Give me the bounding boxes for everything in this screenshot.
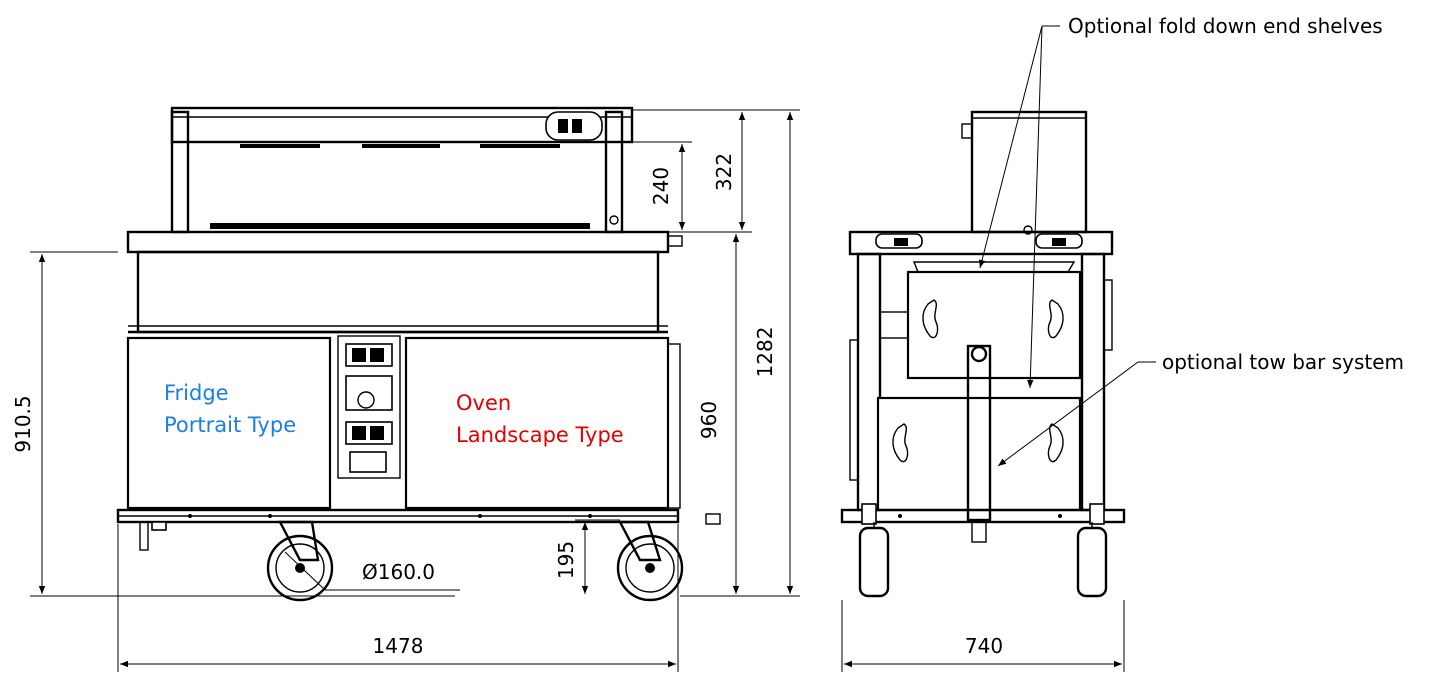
front-view [116, 106, 721, 602]
note-fold-down-shelves: Optional fold down end shelves [1068, 14, 1383, 38]
caster-fork-left [278, 520, 320, 562]
note-tow-bar: optional tow bar system [1162, 350, 1404, 374]
fridge-door [126, 336, 332, 510]
dim-text-wheel-diameter: Ø160.0 [362, 560, 435, 584]
dimension-1478 [117, 524, 679, 672]
dimension-910-5 [30, 251, 455, 597]
dim-text-910-5: 910.5 [11, 395, 35, 452]
leader-tow-bar [997, 361, 1156, 467]
dim-text-1282: 1282 [753, 327, 777, 378]
gantry-post-left [170, 110, 190, 234]
side-post-right [1080, 252, 1106, 512]
upper-body [136, 250, 660, 334]
dim-text-960: 960 [697, 401, 721, 439]
side-wheel-right [1076, 526, 1108, 598]
side-wheel-left [858, 526, 890, 598]
fold-shelf-lower [876, 396, 1082, 512]
dimension-wheel-diameter [284, 551, 460, 591]
dimension-322 [632, 109, 800, 233]
oven-door [404, 336, 670, 510]
counter-top [126, 230, 670, 254]
side-view [840, 110, 1126, 598]
wheel-left [266, 534, 334, 602]
control-stack [337, 335, 401, 479]
dim-text-322: 322 [712, 153, 736, 191]
dim-text-195: 195 [554, 541, 578, 579]
side-post-left [856, 252, 882, 512]
leader-fold-down-shelves [978, 25, 1060, 389]
caster-fork-right [618, 520, 662, 562]
dimension-195 [575, 519, 620, 594]
dim-text-240: 240 [649, 167, 673, 205]
gantry-handle-block [558, 119, 568, 133]
side-gantry-box [970, 110, 1088, 234]
side-counter-top [848, 230, 1114, 256]
gantry-post-right [604, 110, 624, 234]
dimension-960 [680, 234, 800, 597]
post-bolt [609, 215, 619, 225]
fridge-label-line2: Portrait Type [164, 413, 296, 437]
gantry-top-beam [170, 106, 634, 144]
dim-text-1478: 1478 [373, 634, 424, 658]
dimension-240 [625, 141, 692, 230]
wheel-right [616, 534, 684, 602]
fridge-label-line1: Fridge [164, 381, 229, 405]
oven-label-line2: Landscape Type [456, 423, 624, 447]
dim-text-740: 740 [965, 634, 1003, 658]
dimension-740 [841, 600, 1125, 672]
fold-shelf-upper [906, 270, 1082, 380]
oven-label-line1: Oven [456, 391, 511, 415]
side-chassis [840, 508, 1126, 524]
